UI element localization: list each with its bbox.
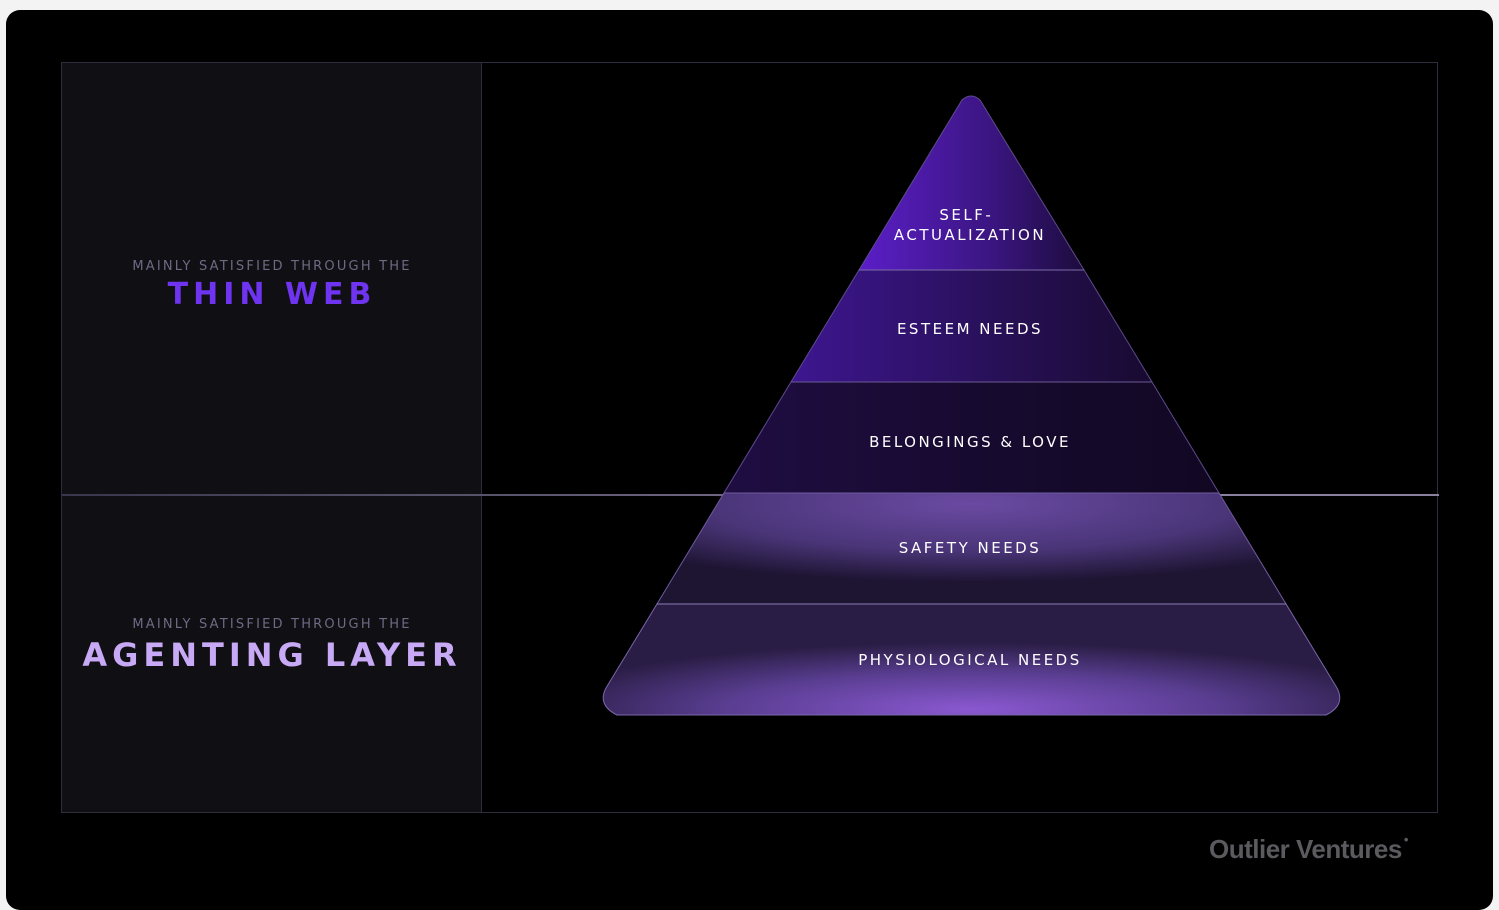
thin-web-panel: MAINLY SATISFIED THROUGH THE THIN WEB xyxy=(62,63,482,494)
agenting-layer-caption: MAINLY SATISFIED THROUGH THE xyxy=(132,617,412,632)
tier-label-esteem: ESTEEM NEEDS xyxy=(897,320,1043,338)
pyramid-diagram: SELF- ACTUALIZATION ESTEEM NEEDS BELONGI… xyxy=(602,95,1341,716)
thin-web-title: THIN WEB xyxy=(167,277,377,312)
tier-label-physiological: PHYSIOLOGICAL NEEDS xyxy=(858,651,1082,669)
pyramid-tier-self-actualization xyxy=(858,95,1085,271)
tier-label-belongings: BELONGINGS & LOVE xyxy=(869,433,1071,451)
brand-logo: Outlier Ventures• xyxy=(1209,832,1409,865)
pyramid-tier-physiological xyxy=(602,603,1341,716)
tier-label-self-actualization: SELF- ACTUALIZATION xyxy=(894,206,1046,244)
agenting-layer-title: AGENTING LAYER xyxy=(82,636,462,674)
agenting-layer-panel: MAINLY SATISFIED THROUGH THE AGENTING LA… xyxy=(62,494,482,812)
brand-name: Outlier Ventures xyxy=(1209,834,1402,864)
brand-mark: • xyxy=(1403,832,1409,847)
tier-label-safety: SAFETY NEEDS xyxy=(899,539,1042,557)
thin-web-caption: MAINLY SATISFIED THROUGH THE xyxy=(132,259,412,274)
slide: MAINLY SATISFIED THROUGH THE THIN WEB MA… xyxy=(6,10,1493,910)
